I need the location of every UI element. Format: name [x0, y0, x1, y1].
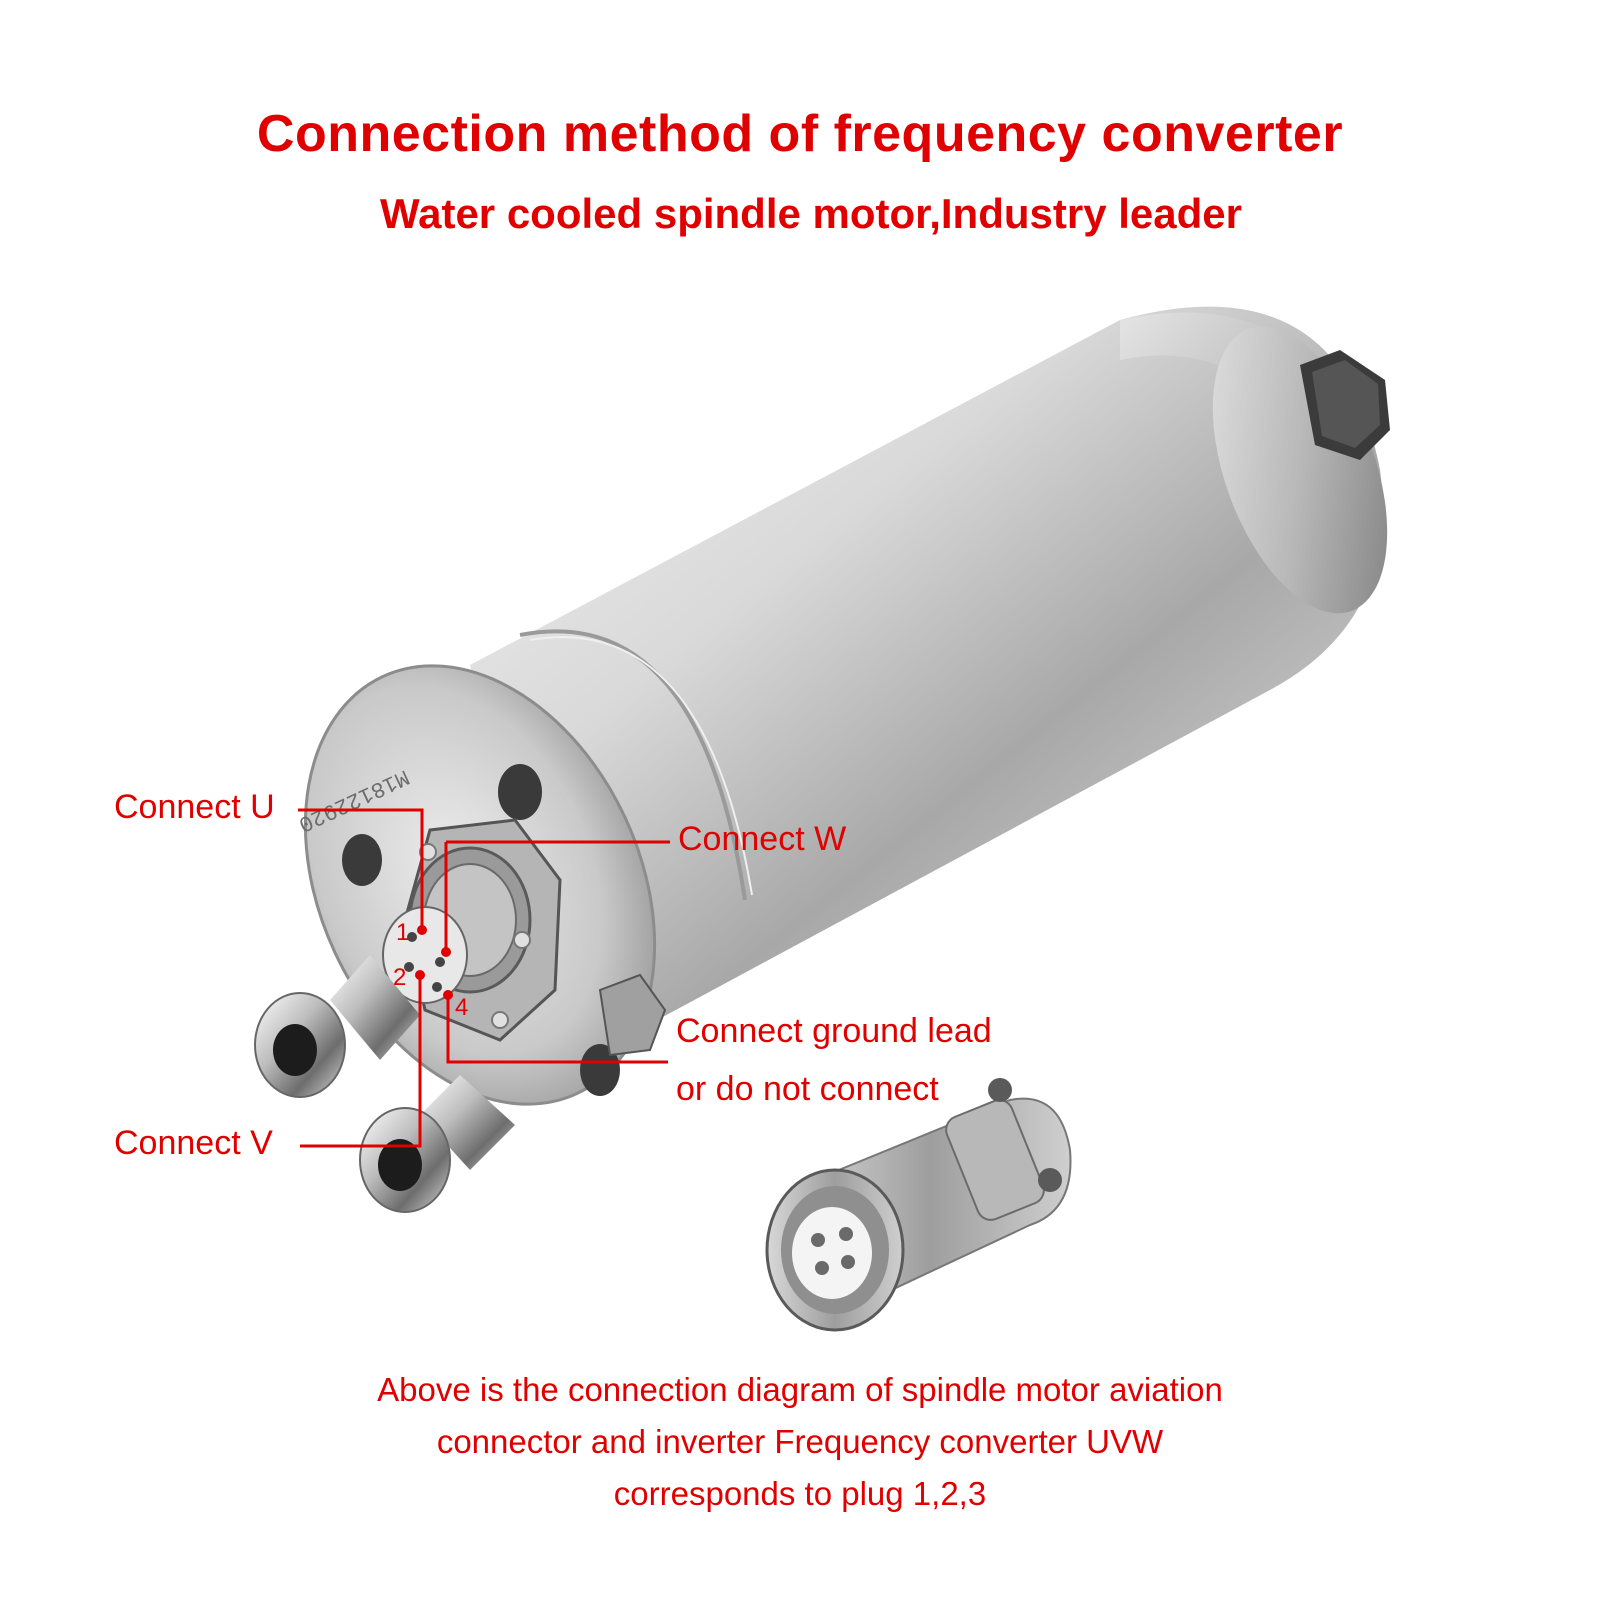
leader-ground	[446, 995, 668, 1064]
caption-line-1: Above is the connection diagram of spind…	[377, 1371, 1223, 1408]
leader-lines	[298, 808, 670, 1148]
aviation-plug	[765, 1078, 1072, 1332]
mount-hole-top	[498, 764, 542, 820]
label-connect-u: Connect U	[114, 788, 275, 826]
pin-1	[407, 932, 417, 942]
pin-label-1: 1	[396, 919, 409, 946]
label-ground-line1: Connect ground lead	[676, 1012, 992, 1050]
label-ground-line2: or do not connect	[676, 1070, 939, 1108]
pin-markers	[415, 925, 453, 1000]
pin-4	[432, 982, 442, 992]
leader-connect-v	[300, 975, 422, 1148]
pin-label-4: 4	[455, 994, 468, 1021]
mount-hole-left	[342, 834, 382, 886]
label-connect-v: Connect V	[114, 1124, 273, 1162]
page-subtitle: Water cooled spindle motor,Industry lead…	[380, 190, 1242, 237]
label-connect-w: Connect W	[678, 820, 847, 858]
mount-hole-bottom	[580, 1044, 620, 1096]
pin-label-2: 2	[393, 964, 406, 991]
plug-insulator-face	[792, 1207, 872, 1299]
caption-line-3: corresponds to plug 1,2,3	[613, 1475, 987, 1512]
caption: Above is the connection diagram of spind…	[0, 1364, 1600, 1520]
pin-2	[404, 962, 414, 972]
water-fitting-upper	[254, 955, 420, 1098]
water-fitting-lower	[359, 1075, 515, 1213]
pin-3	[435, 957, 445, 967]
leader-connect-u	[298, 808, 424, 930]
caption-line-2: connector and inverter Frequency convert…	[436, 1423, 1164, 1460]
page-title: Connection method of frequency converter	[256, 105, 1344, 163]
motor-body	[470, 306, 1390, 1041]
